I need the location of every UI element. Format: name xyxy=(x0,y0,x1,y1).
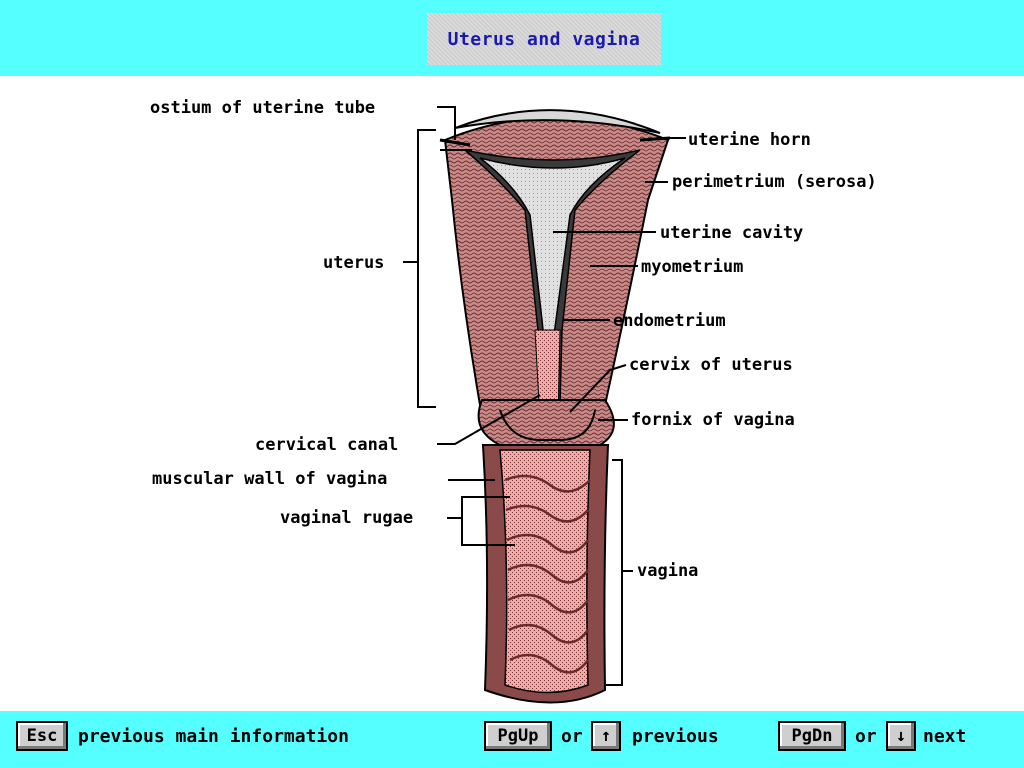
label-uterine-horn: uterine horn xyxy=(688,130,811,150)
label-fornix: fornix of vagina xyxy=(631,410,795,430)
label-perimetrium: perimetrium (serosa) xyxy=(672,172,877,192)
label-vagina: vagina xyxy=(637,561,698,581)
previous-text: previous xyxy=(632,726,719,747)
label-uterus: uterus xyxy=(323,253,384,273)
pgup-key-button[interactable]: PgUp xyxy=(484,721,552,751)
page-title: Uterus and vagina xyxy=(447,28,641,50)
anatomy-diagram: ostium of uterine tube uterine horn peri… xyxy=(150,98,877,704)
label-muscular-wall: muscular wall of vagina xyxy=(152,469,387,489)
next-text: next xyxy=(923,726,967,747)
footer-bar: Esc previous main information PgUp or ↑ … xyxy=(0,711,1024,768)
vagina-tube xyxy=(481,444,610,704)
or-text-1: or xyxy=(561,726,583,747)
esc-key-button[interactable]: Esc xyxy=(16,721,68,751)
label-ostium: ostium of uterine tube xyxy=(150,98,375,118)
pgdn-key-button[interactable]: PgDn xyxy=(778,721,846,751)
down-arrow-icon[interactable]: ↓ xyxy=(886,721,916,751)
label-cervix: cervix of uterus xyxy=(629,355,793,375)
leader-lines xyxy=(403,106,686,686)
up-arrow-icon[interactable]: ↑ xyxy=(591,721,621,751)
uterus-body xyxy=(439,109,671,421)
cervix-fornix xyxy=(477,399,615,446)
label-endometrium: endometrium xyxy=(613,311,726,331)
esc-description: previous main information xyxy=(78,726,349,747)
label-myometrium: myometrium xyxy=(641,257,743,277)
header-bar: Uterus and vagina xyxy=(0,0,1024,76)
title-box: Uterus and vagina xyxy=(427,13,661,65)
label-uterine-cavity: uterine cavity xyxy=(660,223,803,243)
or-text-2: or xyxy=(855,726,877,747)
label-cervical-canal: cervical canal xyxy=(255,435,398,455)
label-vaginal-rugae: vaginal rugae xyxy=(280,508,413,528)
